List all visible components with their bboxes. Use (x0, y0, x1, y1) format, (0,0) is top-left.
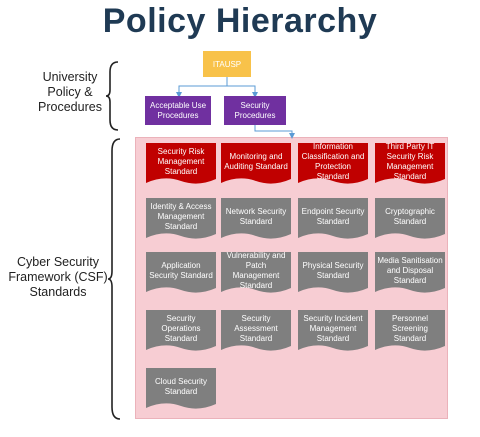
csf-label: Cyber Security Framework (CSF) Standards (8, 255, 108, 300)
standard-personnel-screening-standard: Personnel Screening Standard (375, 310, 445, 352)
standard-label: Identity & Access Management Standard (150, 201, 212, 231)
standard-application-security-standard: Application Security Standard (146, 252, 216, 294)
standard-label: Security Operations Standard (161, 313, 201, 343)
connector-to-standards (254, 125, 295, 139)
standard-third-party-it-security-risk-management-standard: Third Party IT Security Risk Management … (375, 141, 445, 185)
acceptable-use-procedures: Acceptable Use Procedures (145, 96, 211, 125)
itausp-node: ITAUSP (203, 51, 251, 77)
connector-to-security-procedures (227, 85, 258, 98)
csf-label-line-2: Framework (CSF) (8, 270, 108, 284)
standard-information-classification-and-protection-standard: Information Classification and Protectio… (298, 141, 368, 185)
standard-label: Cryptographic Standard (385, 206, 435, 226)
standard-label: Endpoint Security Standard (301, 206, 365, 226)
standard-label: Physical Security Standard (302, 260, 364, 280)
standard-label: Security Incident Management Standard (303, 313, 363, 343)
university-label-line-1: University (42, 70, 98, 84)
standard-label: Third Party IT Security Risk Management … (385, 141, 435, 181)
standard-label: Media Sanitisation and Disposal Standard (377, 255, 443, 285)
standard-physical-security-standard: Physical Security Standard (298, 252, 368, 294)
university-label-line-2: Policy & (47, 85, 93, 99)
page-title: Policy Hierarchy (102, 2, 378, 40)
university-policy-label: University Policy & Procedures (30, 70, 110, 115)
standard-security-risk-management-standard: Security Risk Management Standard (146, 143, 216, 185)
csf-label-line-3: Standards (29, 285, 87, 299)
standard-label: Security Risk Management Standard (157, 146, 205, 176)
connector-to-acceptable-use (176, 77, 228, 98)
standard-label: Application Security Standard (149, 260, 213, 280)
university-brace (105, 61, 119, 131)
standard-label: Network Security Standard (225, 206, 287, 226)
standard-identity-access-management-standard: Identity & Access Management Standard (146, 198, 216, 240)
csf-brace (107, 138, 121, 420)
standard-network-security-standard: Network Security Standard (221, 198, 291, 240)
security-procedures: Security Procedures (224, 96, 286, 125)
standard-cryptographic-standard: Cryptographic Standard (375, 198, 445, 240)
standard-label: Information Classification and Protectio… (301, 141, 365, 181)
standard-media-sanitisation-and-disposal-standard: Media Sanitisation and Disposal Standard (375, 252, 445, 294)
standard-label: Personnel Screening Standard (391, 313, 429, 343)
standard-label: Cloud Security Standard (154, 376, 208, 396)
university-label-line-3: Procedures (38, 100, 102, 114)
standard-monitoring-and-auditing-standard: Monitoring and Auditing Standard (221, 143, 291, 185)
standard-security-assessment-standard: Security Assessment Standard (221, 310, 291, 352)
csf-label-line-1: Cyber Security (17, 255, 99, 269)
standard-label: Vulnerability and Patch Management Stand… (226, 250, 286, 290)
standard-security-operations-standard: Security Operations Standard (146, 310, 216, 352)
standard-label: Security Assessment Standard (234, 313, 278, 343)
standard-endpoint-security-standard: Endpoint Security Standard (298, 198, 368, 240)
standard-security-incident-management-standard: Security Incident Management Standard (298, 310, 368, 352)
standard-vulnerability-and-patch-management-standard: Vulnerability and Patch Management Stand… (221, 250, 291, 294)
standard-cloud-security-standard: Cloud Security Standard (146, 368, 216, 410)
standard-label: Monitoring and Auditing Standard (224, 151, 288, 171)
